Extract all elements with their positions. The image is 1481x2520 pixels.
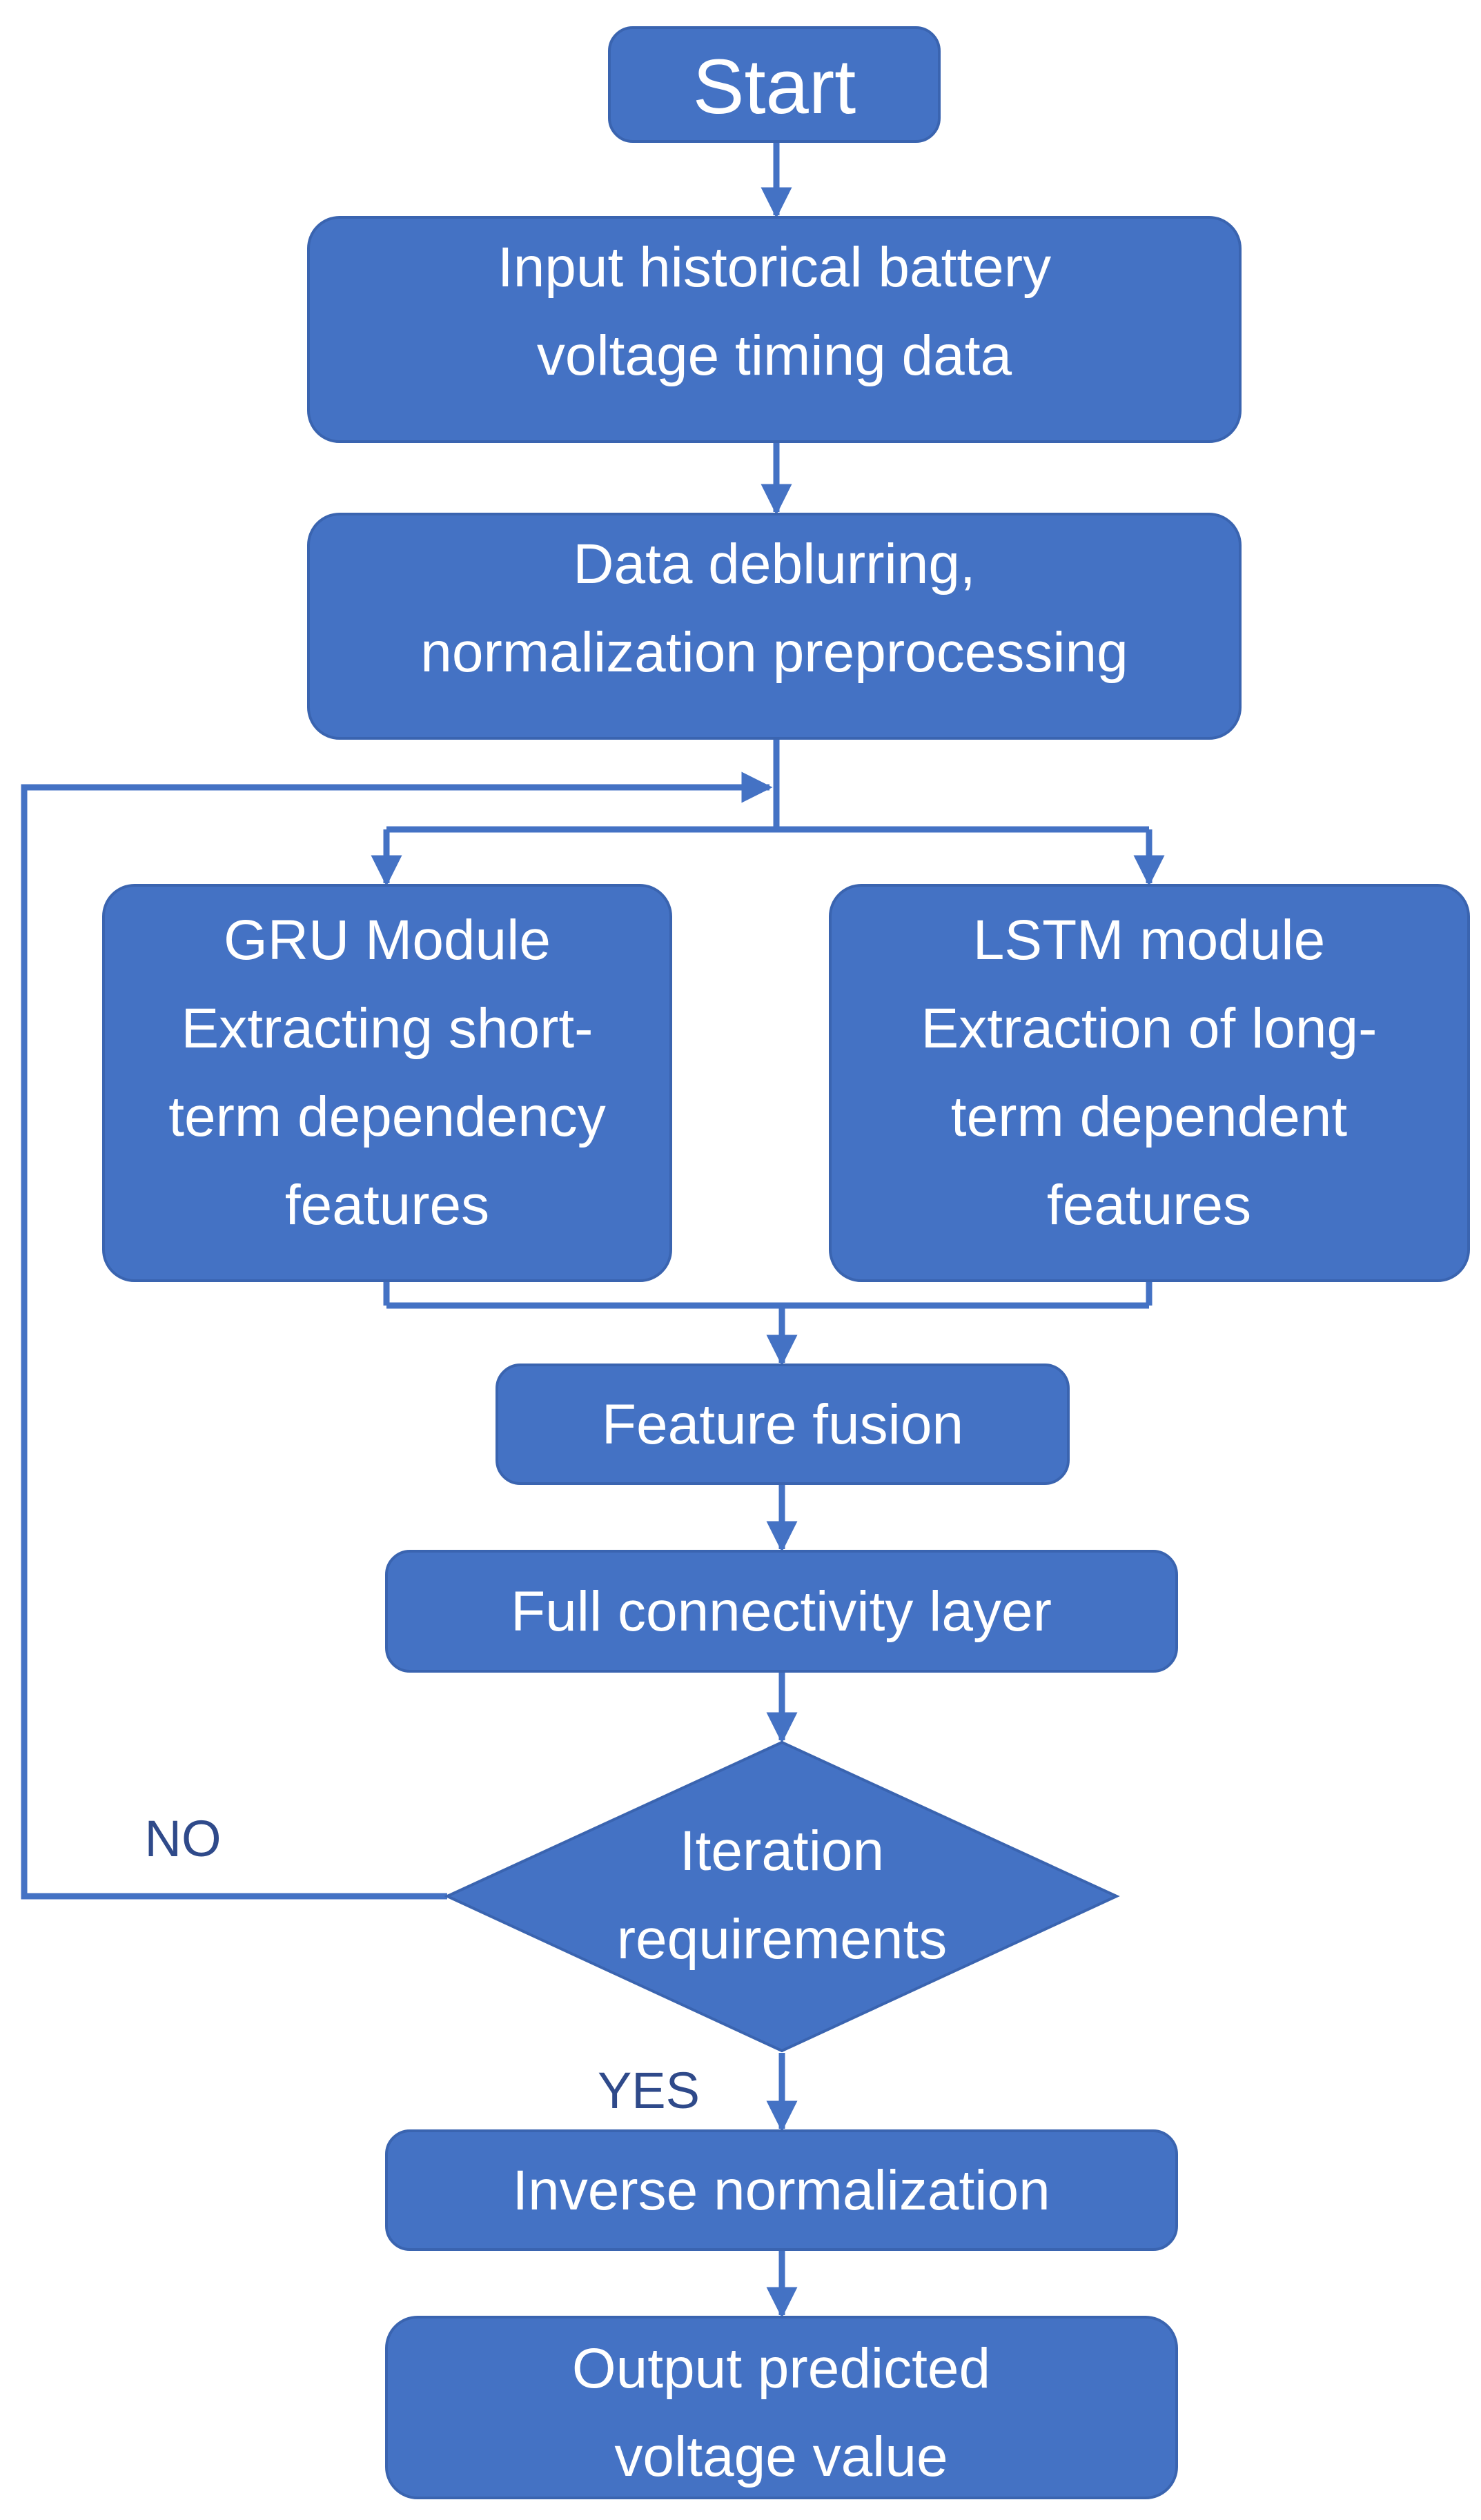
node-inverse: Inverse normalization — [385, 2129, 1178, 2251]
decision-line-1: requirements — [617, 1908, 948, 1971]
node-preprocess-text: Data deblurring, normalization preprocess… — [420, 533, 1128, 684]
fc-line-0: Full connectivity layer — [511, 1580, 1052, 1643]
output-line-1: voltage value — [614, 2425, 948, 2488]
loop-no-branch — [21, 771, 773, 1900]
node-preprocess: Data deblurring, normalization preprocess… — [307, 513, 1242, 740]
lstm-line-1: Extraction of long- — [921, 997, 1377, 1060]
node-decision: Iteration requirements — [444, 1740, 1120, 2053]
fusion-line-0: Feature fusion — [602, 1393, 963, 1456]
gru-line-2: term dependency — [168, 1085, 606, 1148]
node-inverse-text: Inverse normalization — [512, 2159, 1050, 2222]
node-input: Input historical battery voltage timing d… — [307, 216, 1242, 443]
preprocess-line-0: Data deblurring, — [573, 533, 975, 595]
decision-line-0: Iteration — [680, 1820, 884, 1882]
node-output-text: Output predicted voltage value — [572, 2337, 990, 2488]
node-fusion: Feature fusion — [496, 1364, 1070, 1485]
gru-line-0: GRU Module — [224, 909, 551, 972]
lstm-line-2: term dependent — [951, 1085, 1348, 1148]
node-fusion-text: Feature fusion — [602, 1393, 963, 1456]
node-input-text: Input historical battery voltage timing d… — [498, 236, 1051, 387]
inverse-line-0: Inverse normalization — [512, 2159, 1050, 2222]
output-line-0: Output predicted — [572, 2337, 990, 2400]
start-line-0: Start — [693, 43, 856, 130]
node-start-text: Start — [693, 43, 856, 130]
connectors — [21, 141, 1165, 2319]
lstm-line-0: LSTM module — [973, 909, 1325, 972]
node-fc: Full connectivity layer — [385, 1550, 1178, 1673]
node-output: Output predicted voltage value — [385, 2316, 1178, 2499]
node-decision-text: Iteration requirements — [617, 1820, 948, 1971]
gru-line-1: Extracting short- — [182, 997, 594, 1060]
label-no: NO — [145, 1810, 222, 1867]
lstm-line-3: features — [1047, 1174, 1251, 1237]
label-yes: YES — [598, 2062, 700, 2119]
input-line-0: Input historical battery — [498, 236, 1051, 299]
preprocess-line-1: normalization preprocessing — [420, 621, 1128, 684]
node-start: Start — [608, 26, 941, 143]
gru-line-3: features — [285, 1174, 489, 1237]
node-fc-text: Full connectivity layer — [511, 1580, 1052, 1643]
input-line-1: voltage timing data — [537, 324, 1012, 387]
